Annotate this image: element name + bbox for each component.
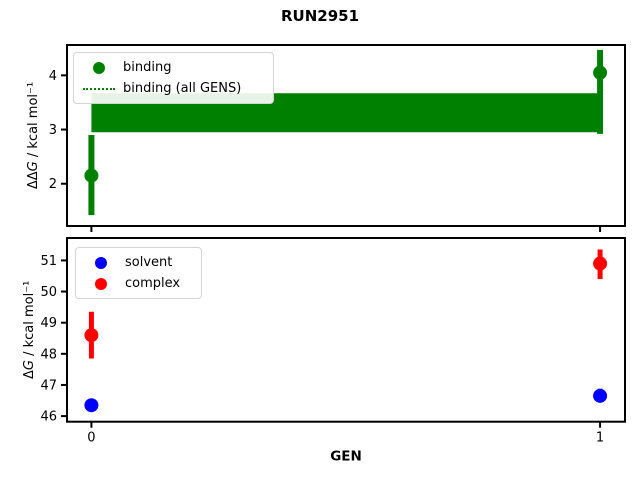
complex-point xyxy=(593,256,608,271)
legend-item-complex: complex xyxy=(85,273,191,294)
y-tick-label: 50 xyxy=(40,285,57,300)
legend-dot-marker-icon xyxy=(95,256,107,269)
y-tick-label: 46 xyxy=(40,410,57,425)
subplot-dg: 46 47 48 49 50 51 0 1 ΔG / kcal mol⁻¹ GEN xyxy=(22,237,626,465)
complex-point xyxy=(84,328,99,343)
y-tick-label: 49 xyxy=(40,316,57,331)
y-tick-label: 2 xyxy=(49,177,57,192)
legend-dot-marker-icon xyxy=(95,277,107,290)
y-tick-label: 3 xyxy=(49,123,57,138)
legend-dot-marker-icon xyxy=(93,61,105,74)
solvent-point xyxy=(593,388,608,403)
legend-bottom: solvent complex xyxy=(75,247,202,299)
y-tick-label: 4 xyxy=(49,69,57,84)
figure-title: RUN2951 xyxy=(280,7,360,25)
legend-label: solvent xyxy=(125,255,173,270)
legend-label: binding xyxy=(123,60,172,75)
binding-point xyxy=(593,65,608,80)
solvent-point xyxy=(84,398,99,413)
x-tick-label: 0 xyxy=(87,431,95,446)
y-tick-label: 51 xyxy=(40,254,57,269)
x-tick-label: 1 xyxy=(596,431,604,446)
axes-frame xyxy=(66,44,626,227)
legend-item-solvent: solvent xyxy=(85,252,191,273)
x-axis-label: GEN xyxy=(330,449,362,465)
legend-dotted-line-marker-icon xyxy=(83,87,115,90)
y-axis-label: ΔG / kcal mol⁻¹ xyxy=(22,281,37,379)
y-axis-label: ΔΔG / kcal mol⁻¹ xyxy=(26,82,41,189)
legend-label: complex xyxy=(125,276,181,291)
legend-top: binding binding (all GENS) xyxy=(73,52,274,104)
legend-item-binding: binding xyxy=(83,57,263,78)
legend-label: binding (all GENS) xyxy=(123,81,242,96)
axes-frame xyxy=(66,237,626,423)
y-tick-label: 48 xyxy=(40,347,57,362)
legend-item-binding-all-gens-: binding (all GENS) xyxy=(83,78,263,99)
y-tick-label: 47 xyxy=(40,378,57,393)
binding-point xyxy=(84,168,99,183)
